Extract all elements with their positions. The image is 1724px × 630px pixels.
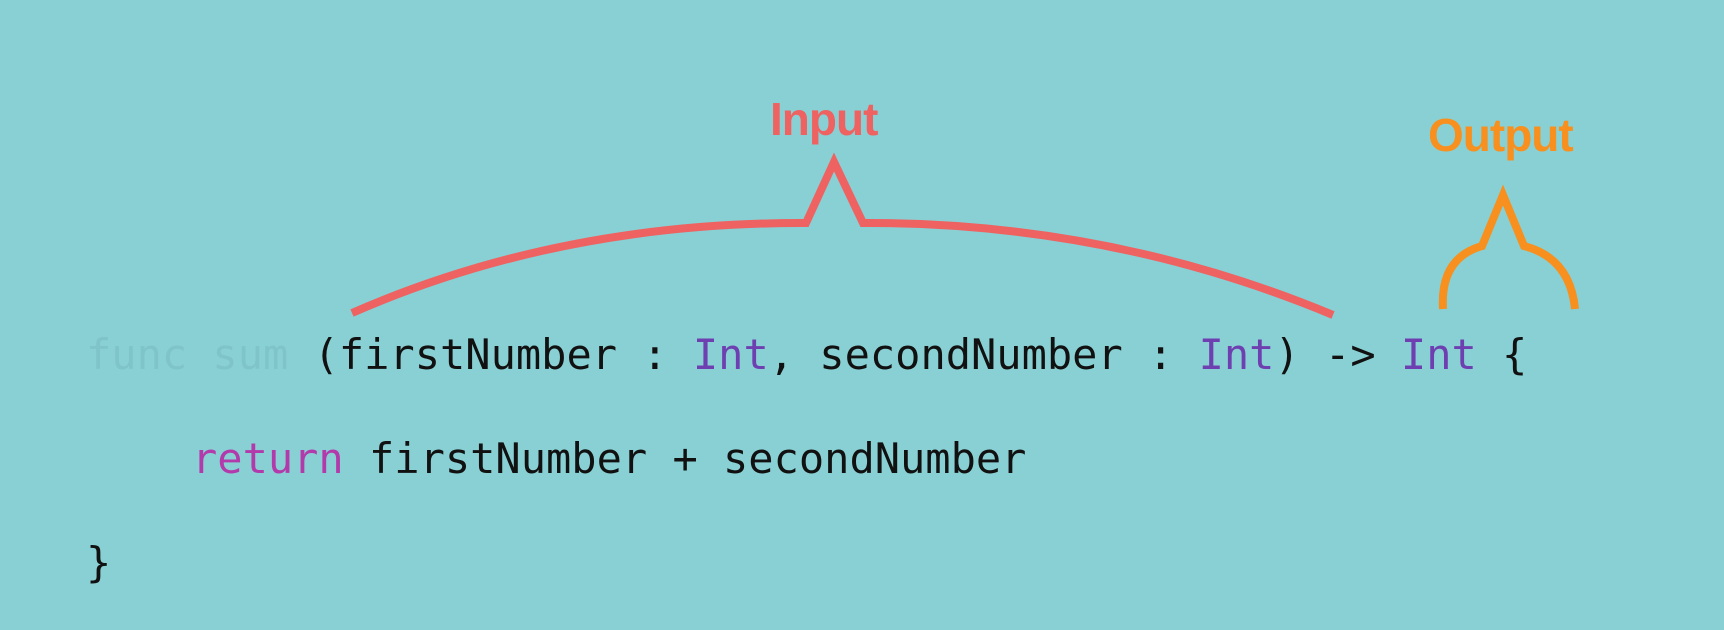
param1-type: Int	[692, 330, 769, 379]
return-keyword: return	[192, 434, 344, 483]
param1-text: (firstNumber :	[313, 330, 693, 379]
code-line-return: return firstNumber + secondNumber	[192, 434, 1026, 484]
code-line-signature: func sum (firstNumber : Int, secondNumbe…	[86, 330, 1527, 380]
return-type: Int	[1400, 330, 1477, 379]
param2-text: , secondNumber :	[768, 330, 1199, 379]
open-brace: {	[1476, 330, 1528, 379]
return-expression: firstNumber + secondNumber	[343, 434, 1027, 483]
input-brace	[350, 152, 1335, 319]
func-keyword: func sum	[86, 330, 314, 379]
arrow-text: ) ->	[1274, 330, 1401, 379]
close-brace: }	[86, 538, 112, 587]
param2-type: Int	[1198, 330, 1275, 379]
output-label: Output	[1428, 109, 1574, 161]
input-label: Input	[770, 93, 878, 145]
code-line-close: }	[86, 538, 111, 588]
output-brace	[1438, 184, 1579, 310]
